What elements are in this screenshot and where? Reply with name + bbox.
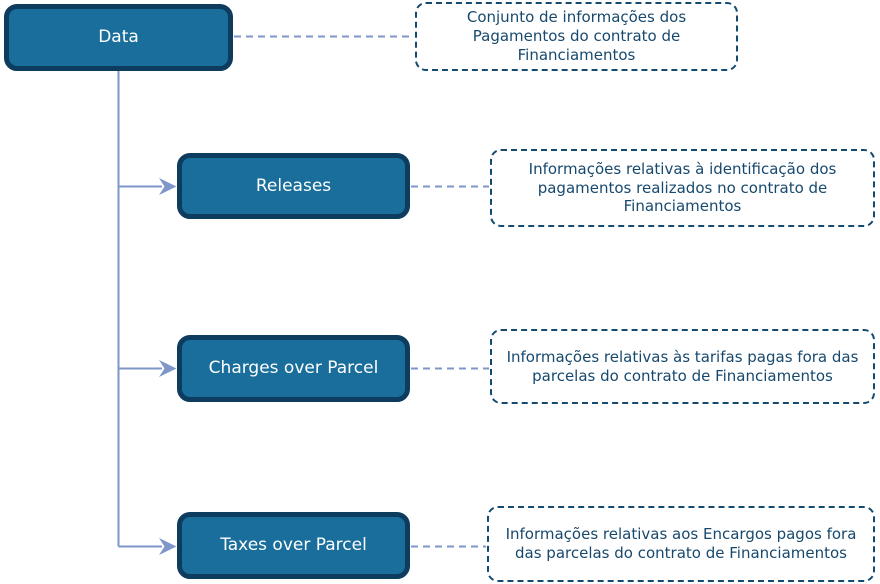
arrow-right-icon — [159, 178, 177, 195]
node-releases-label: Releases — [255, 175, 332, 196]
note-taxes-text: Informações relativas aos Encargos pagos… — [505, 525, 857, 562]
note-releases: Informações relativas à identificação do… — [490, 149, 875, 227]
node-taxes-over-parcel: Taxes over Parcel — [177, 512, 410, 579]
note-data-text: Conjunto de informações dos Pagamentos d… — [466, 8, 687, 64]
arrow-right-icon — [159, 538, 177, 555]
note-charges-text: Informações relativas às tarifas pagas f… — [506, 347, 859, 385]
node-charges-over-parcel: Charges over Parcel — [177, 335, 410, 402]
note-data: Conjunto de informações dos Pagamentos d… — [415, 2, 738, 71]
note-releases-text: Informações relativas à identificação do… — [528, 159, 837, 216]
node-data: Data — [4, 4, 233, 71]
arrow-right-icon — [159, 360, 177, 377]
node-releases: Releases — [177, 153, 410, 219]
node-charges-label: Charges over Parcel — [208, 358, 379, 379]
node-taxes-label: Taxes over Parcel — [220, 535, 367, 556]
note-taxes-over-parcel: Informações relativas aos Encargos pagos… — [487, 506, 875, 582]
note-charges-over-parcel: Informações relativas às tarifas pagas f… — [490, 329, 875, 404]
node-data-label: Data — [98, 27, 139, 48]
